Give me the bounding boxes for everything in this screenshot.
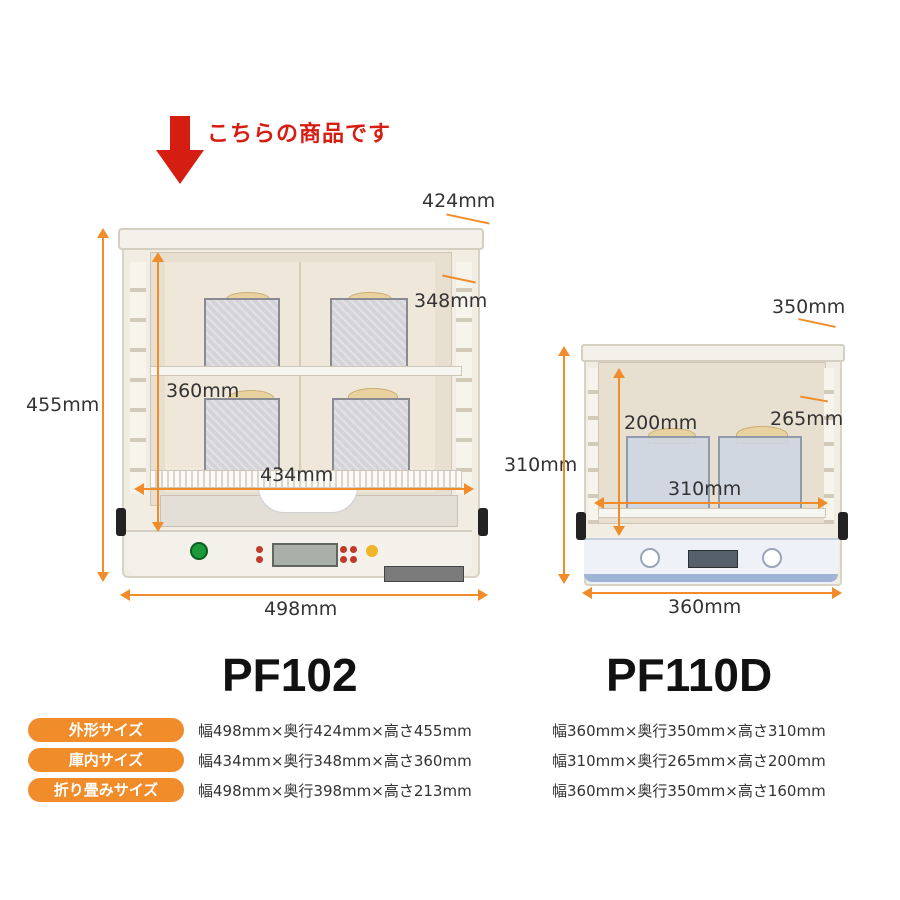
pf102-inner-depth-label: 348mm: [414, 290, 488, 312]
arrowhead-up-icon: [558, 346, 570, 356]
pf102-spec-folded: 幅498mm×奥行398mm×高さ213mm: [198, 782, 472, 800]
indicator-dot: [350, 546, 357, 553]
pf110d-inner-height-line: [618, 376, 620, 528]
power-button-icon: [190, 542, 208, 560]
pf110d-spec-inner: 幅310mm×奥行265mm×高さ200mm: [552, 752, 826, 770]
proofing-container: [626, 436, 710, 512]
pf110d-right-knob: [838, 512, 848, 540]
pf110d-depth-label: 350mm: [772, 296, 846, 318]
indicator-dot: [340, 546, 347, 553]
pf102-model-title: PF102: [222, 649, 358, 701]
pf102-depth-label: 424mm: [422, 190, 496, 212]
pf102-right-rail: [456, 262, 472, 494]
indicator-dot: [256, 556, 263, 563]
spec-label-inner: 庫内サイズ: [28, 748, 184, 772]
pf102-shelf: [150, 366, 462, 376]
pf110d-inner-width-line: [602, 502, 820, 504]
pf102-height-label: 455mm: [26, 394, 100, 416]
arrowhead-up-icon: [97, 228, 109, 238]
pf102-left-knob: [116, 508, 126, 536]
pf102-inner-width-line: [142, 488, 466, 490]
indicator-dot: [256, 546, 263, 553]
pf102-inner-height-label: 360mm: [166, 380, 240, 402]
pf110d-cabinet-top: [581, 344, 845, 362]
pf110d-spec-outer: 幅360mm×奥行350mm×高さ310mm: [552, 722, 826, 740]
pf110d-left-knob: [576, 512, 586, 540]
arrowhead-up-icon: [152, 252, 164, 262]
pf110d-inner-depth-label: 265mm: [770, 408, 844, 430]
arrowhead-left-icon: [120, 589, 130, 601]
pf102-inner-height-line: [157, 260, 159, 524]
pf110d-height-line: [563, 354, 565, 576]
down-arrow-icon: [170, 116, 190, 152]
callout-text: こちらの商品です: [207, 122, 392, 147]
arrowhead-down-icon: [558, 574, 570, 584]
arrowhead-left-icon: [134, 483, 144, 495]
arrowhead-right-icon: [832, 587, 842, 599]
pf110d-depth-line: [798, 318, 836, 328]
arrowhead-up-icon: [613, 368, 625, 378]
pf102-back-divider: [299, 262, 301, 492]
pf102-left-rail: [130, 262, 146, 494]
pf110d-width-line: [590, 592, 834, 594]
pf110d-right-rail: [824, 368, 834, 524]
pf102-spec-outer: 幅498mm×奥行424mm×高さ455mm: [198, 722, 472, 740]
proofing-container: [330, 298, 408, 370]
dial-icon: [640, 548, 660, 568]
pf110d-display: [688, 550, 738, 568]
indicator-dot: [340, 556, 347, 563]
proofing-container: [332, 398, 410, 474]
arrowhead-down-icon: [97, 572, 109, 582]
pf110d-base-band: [584, 574, 838, 582]
start-button-icon: [366, 545, 378, 557]
pf102-right-knob: [478, 508, 488, 536]
arrowhead-down-icon: [152, 522, 164, 532]
pf110d-inner-width-label: 310mm: [668, 478, 742, 500]
proofing-container: [204, 298, 280, 370]
arrowhead-right-icon: [818, 497, 828, 509]
pf110d-left-rail: [588, 368, 598, 524]
pf102-spec-inner: 幅434mm×奥行348mm×高さ360mm: [198, 752, 472, 770]
pf102-width-label: 498mm: [264, 598, 338, 620]
pf110d-width-label: 360mm: [668, 596, 742, 618]
pf102-width-line: [128, 594, 480, 596]
proofing-container: [204, 398, 280, 474]
arrowhead-left-icon: [594, 497, 604, 509]
pf102-display: [272, 543, 338, 567]
pf102-drawer-slot: [384, 566, 464, 582]
pf110d-height-label: 310mm: [504, 454, 578, 476]
arrowhead-right-icon: [478, 589, 488, 601]
arrowhead-left-icon: [582, 587, 592, 599]
down-arrow-head-icon: [156, 150, 204, 184]
pf102-cabinet-top: [118, 228, 484, 250]
pf102-depth-line: [446, 213, 490, 225]
pf110d-shelf: [598, 508, 826, 518]
indicator-dot: [350, 556, 357, 563]
pf102-inner-width-label: 434mm: [260, 464, 334, 486]
pf110d-inner-height-label: 200mm: [624, 412, 698, 434]
arrowhead-right-icon: [464, 483, 474, 495]
pf110d-model-title: PF110D: [606, 649, 773, 701]
arrowhead-down-icon: [613, 526, 625, 536]
pf102-water-bowl: [258, 487, 358, 513]
pf110d-spec-folded: 幅360mm×奥行350mm×高さ160mm: [552, 782, 826, 800]
pf102-height-line: [102, 236, 104, 572]
spec-label-outer: 外形サイズ: [28, 718, 184, 742]
dial-icon: [762, 548, 782, 568]
spec-label-folded: 折り畳みサイズ: [28, 778, 184, 802]
proofing-container: [718, 436, 802, 512]
